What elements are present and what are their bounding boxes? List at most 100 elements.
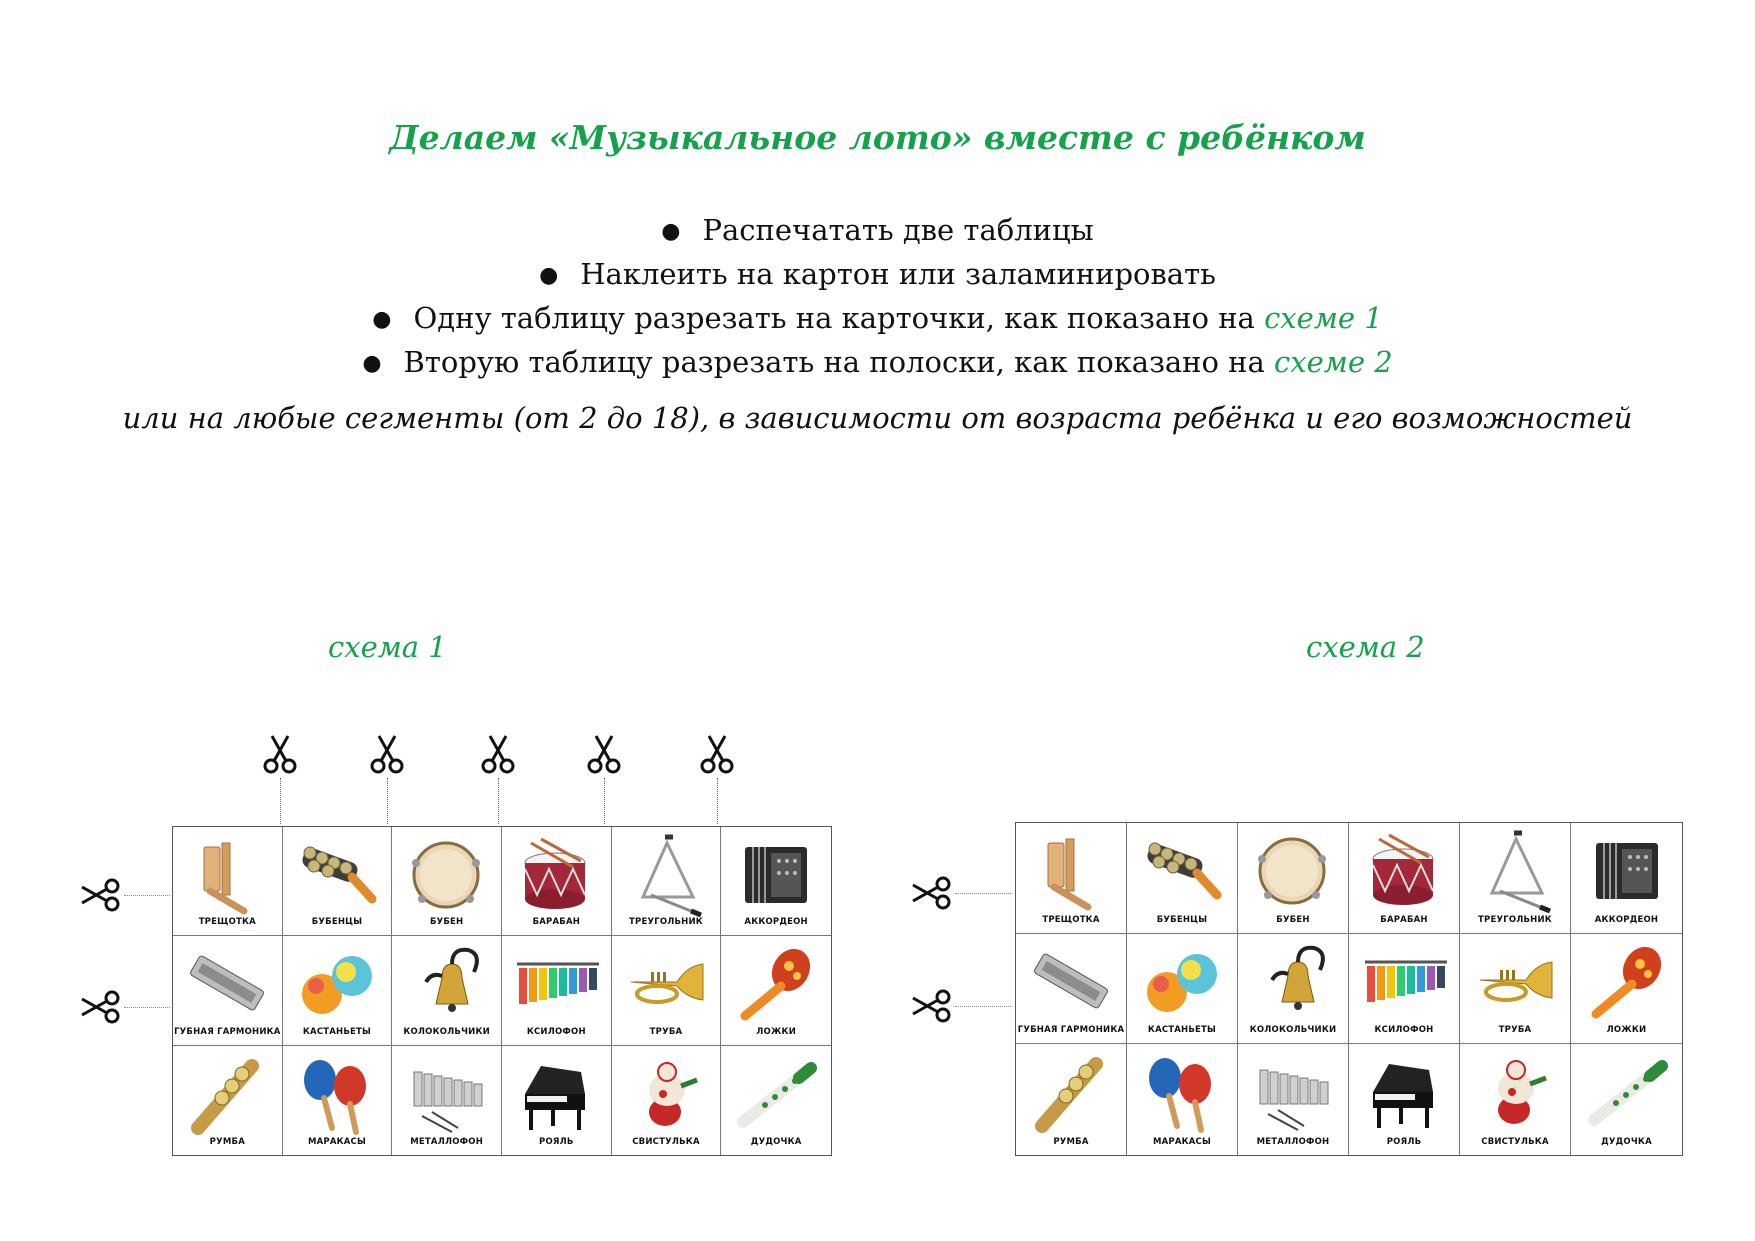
accordion-icon [1595,843,1658,899]
spoons-icon [740,949,811,1021]
instruction-text: Вторую таблицу разрезать на полоски, как… [403,345,1275,379]
pipe-icon [1587,1060,1668,1127]
scheme-2-card: СВИСТУЛЬКА [1460,1044,1571,1155]
xylophone-icon [1365,960,1447,1002]
scheme-2-card: БАРАБАН [1349,823,1460,934]
scheme-2-label: схема 2 [1306,630,1425,664]
card-label: АККОРДЕОН [1594,914,1659,925]
card-label: БАРАБАН [1380,914,1428,925]
sleigh-bells-icon [302,846,377,904]
card-label: ДУДОЧКА [1601,1136,1652,1147]
card-label: БУБЕНЦЫ [1156,914,1208,925]
grand-piano-icon [525,1065,586,1130]
metallophone-icon [413,1071,483,1133]
handbell-icon [1270,945,1325,1010]
bullet-icon: ● [539,263,559,288]
cut-line [280,778,281,824]
scheme-2-card: ЛОЖКИ [1571,934,1682,1045]
scheme-1-card: РУМБА [173,1045,283,1155]
harmonica-icon [190,955,265,1011]
scheme-1-card: ТРЕУГОЛЬНИК [611,827,722,937]
scheme-1-card: АККОРДЕОН [721,827,831,937]
scissors-icon [695,732,739,776]
scissors-icon [78,985,122,1029]
scheme-1-card: ТРУБА [611,936,722,1046]
spoons-icon [1591,946,1661,1019]
trumpet-icon [630,963,704,1005]
bullet-icon: ● [372,307,392,332]
card-label: РОЯЛЬ [539,1137,574,1147]
scheme-1-card: КСИЛОФОН [501,936,612,1046]
card-label: ТРУБА [649,1026,683,1037]
ratchet-icon [203,842,248,915]
card-label: ТРЕУГОЛЬНИК [1478,914,1552,925]
scheme-1-card: КОЛОКОЛЬЧИКИ [392,936,502,1046]
rumba-icon [191,1058,260,1135]
cut-line [498,778,499,824]
card-label: МАРАКАСЫ [1152,1136,1212,1147]
scheme-2-card: ТРЕУГОЛЬНИК [1460,823,1571,934]
trumpet-icon [1479,961,1553,1002]
tambourine-icon [411,841,480,909]
scheme-2-card: КАСТАНЬЕТЫ [1127,933,1238,1045]
scissors-icon [909,871,953,915]
instruction-list: ●Распечатать две таблицы ●Наклеить на ка… [0,208,1755,384]
cut-line [124,895,170,896]
sleigh-bells-icon [1147,842,1222,900]
scheme-1-card: БАРАБАН [501,827,612,937]
cut-line [387,778,388,824]
card-label: ТРУБА [1498,1025,1532,1036]
cut-line [604,778,605,824]
triangle-icon [1489,830,1551,913]
instruction-item: ● Вторую таблицу разрезать на полоски, ка… [0,340,1755,384]
card-label: КАСТАНЬЕТЫ [302,1026,372,1037]
scheme-2-card: ДУДОЧКА [1571,1044,1682,1155]
accordion-icon [745,847,808,903]
card-label: ГУБНАЯ ГАРМОНИКА [174,1026,281,1037]
scheme-1-card: КАСТАНЬЕТЫ [282,936,393,1046]
scheme-2-card: ГУБНАЯ ГАРМОНИКА [1016,933,1127,1045]
card-label: КОЛОКОЛЬЧИКИ [403,1026,490,1037]
bullet-icon: ● [362,351,382,376]
bullet-icon: ● [661,219,681,244]
scheme-2-card: КСИЛОФОН [1349,933,1460,1045]
scissors-icon [582,732,626,776]
card-label: СВИСТУЛЬКА [632,1137,700,1147]
handbell-icon [423,948,479,1013]
scissors-icon [78,873,122,917]
harmonica-icon [1034,953,1108,1009]
scheme-2-card: РУМБА [1016,1044,1127,1155]
drum-icon [1372,833,1434,905]
card-label: ТРЕУГОЛЬНИК [629,917,703,928]
maracas-icon [303,1059,366,1135]
card-label: МЕТАЛЛОФОН [1256,1136,1330,1147]
rumba-icon [1035,1057,1103,1134]
instruction-item: ●Одну таблицу разрезать на карточки, как… [0,296,1755,340]
card-label: РОЯЛЬ [1386,1136,1422,1147]
scheme-reference-2: схеме 2 [1274,345,1393,379]
card-label: КСИЛОФОН [526,1026,586,1037]
cut-line [124,1007,170,1008]
scissors-icon [258,732,302,776]
cut-line [717,778,718,824]
tambourine-icon [1258,837,1326,905]
cut-line [955,1006,1011,1007]
scissors-icon [365,732,409,776]
card-label: МАРАКАСЫ [307,1137,366,1147]
card-label: КСИЛОФОН [1374,1025,1434,1036]
metallophone-icon [1259,1069,1329,1132]
scheme-1-card: МЕТАЛЛОФОН [392,1045,502,1155]
scheme-1-label: схема 1 [328,630,447,664]
scheme-1-card: МАРАКАСЫ [283,1045,393,1155]
card-label: СВИСТУЛЬКА [1481,1136,1549,1147]
instruction-text: Наклеить на картон или заламинировать [580,257,1216,291]
card-label: РУМБА [1053,1136,1089,1147]
castanets-icon [1147,953,1217,1012]
instruction-item: ● Наклеить на картон или заламинировать [0,252,1755,296]
scheme-2-card: АККОРДЕОН [1571,823,1682,934]
cut-line [955,893,1011,894]
card-label: ГУБНАЯ ГАРМОНИКА [1017,1025,1125,1036]
card-label: КОЛОКОЛЬЧИКИ [1249,1025,1337,1036]
